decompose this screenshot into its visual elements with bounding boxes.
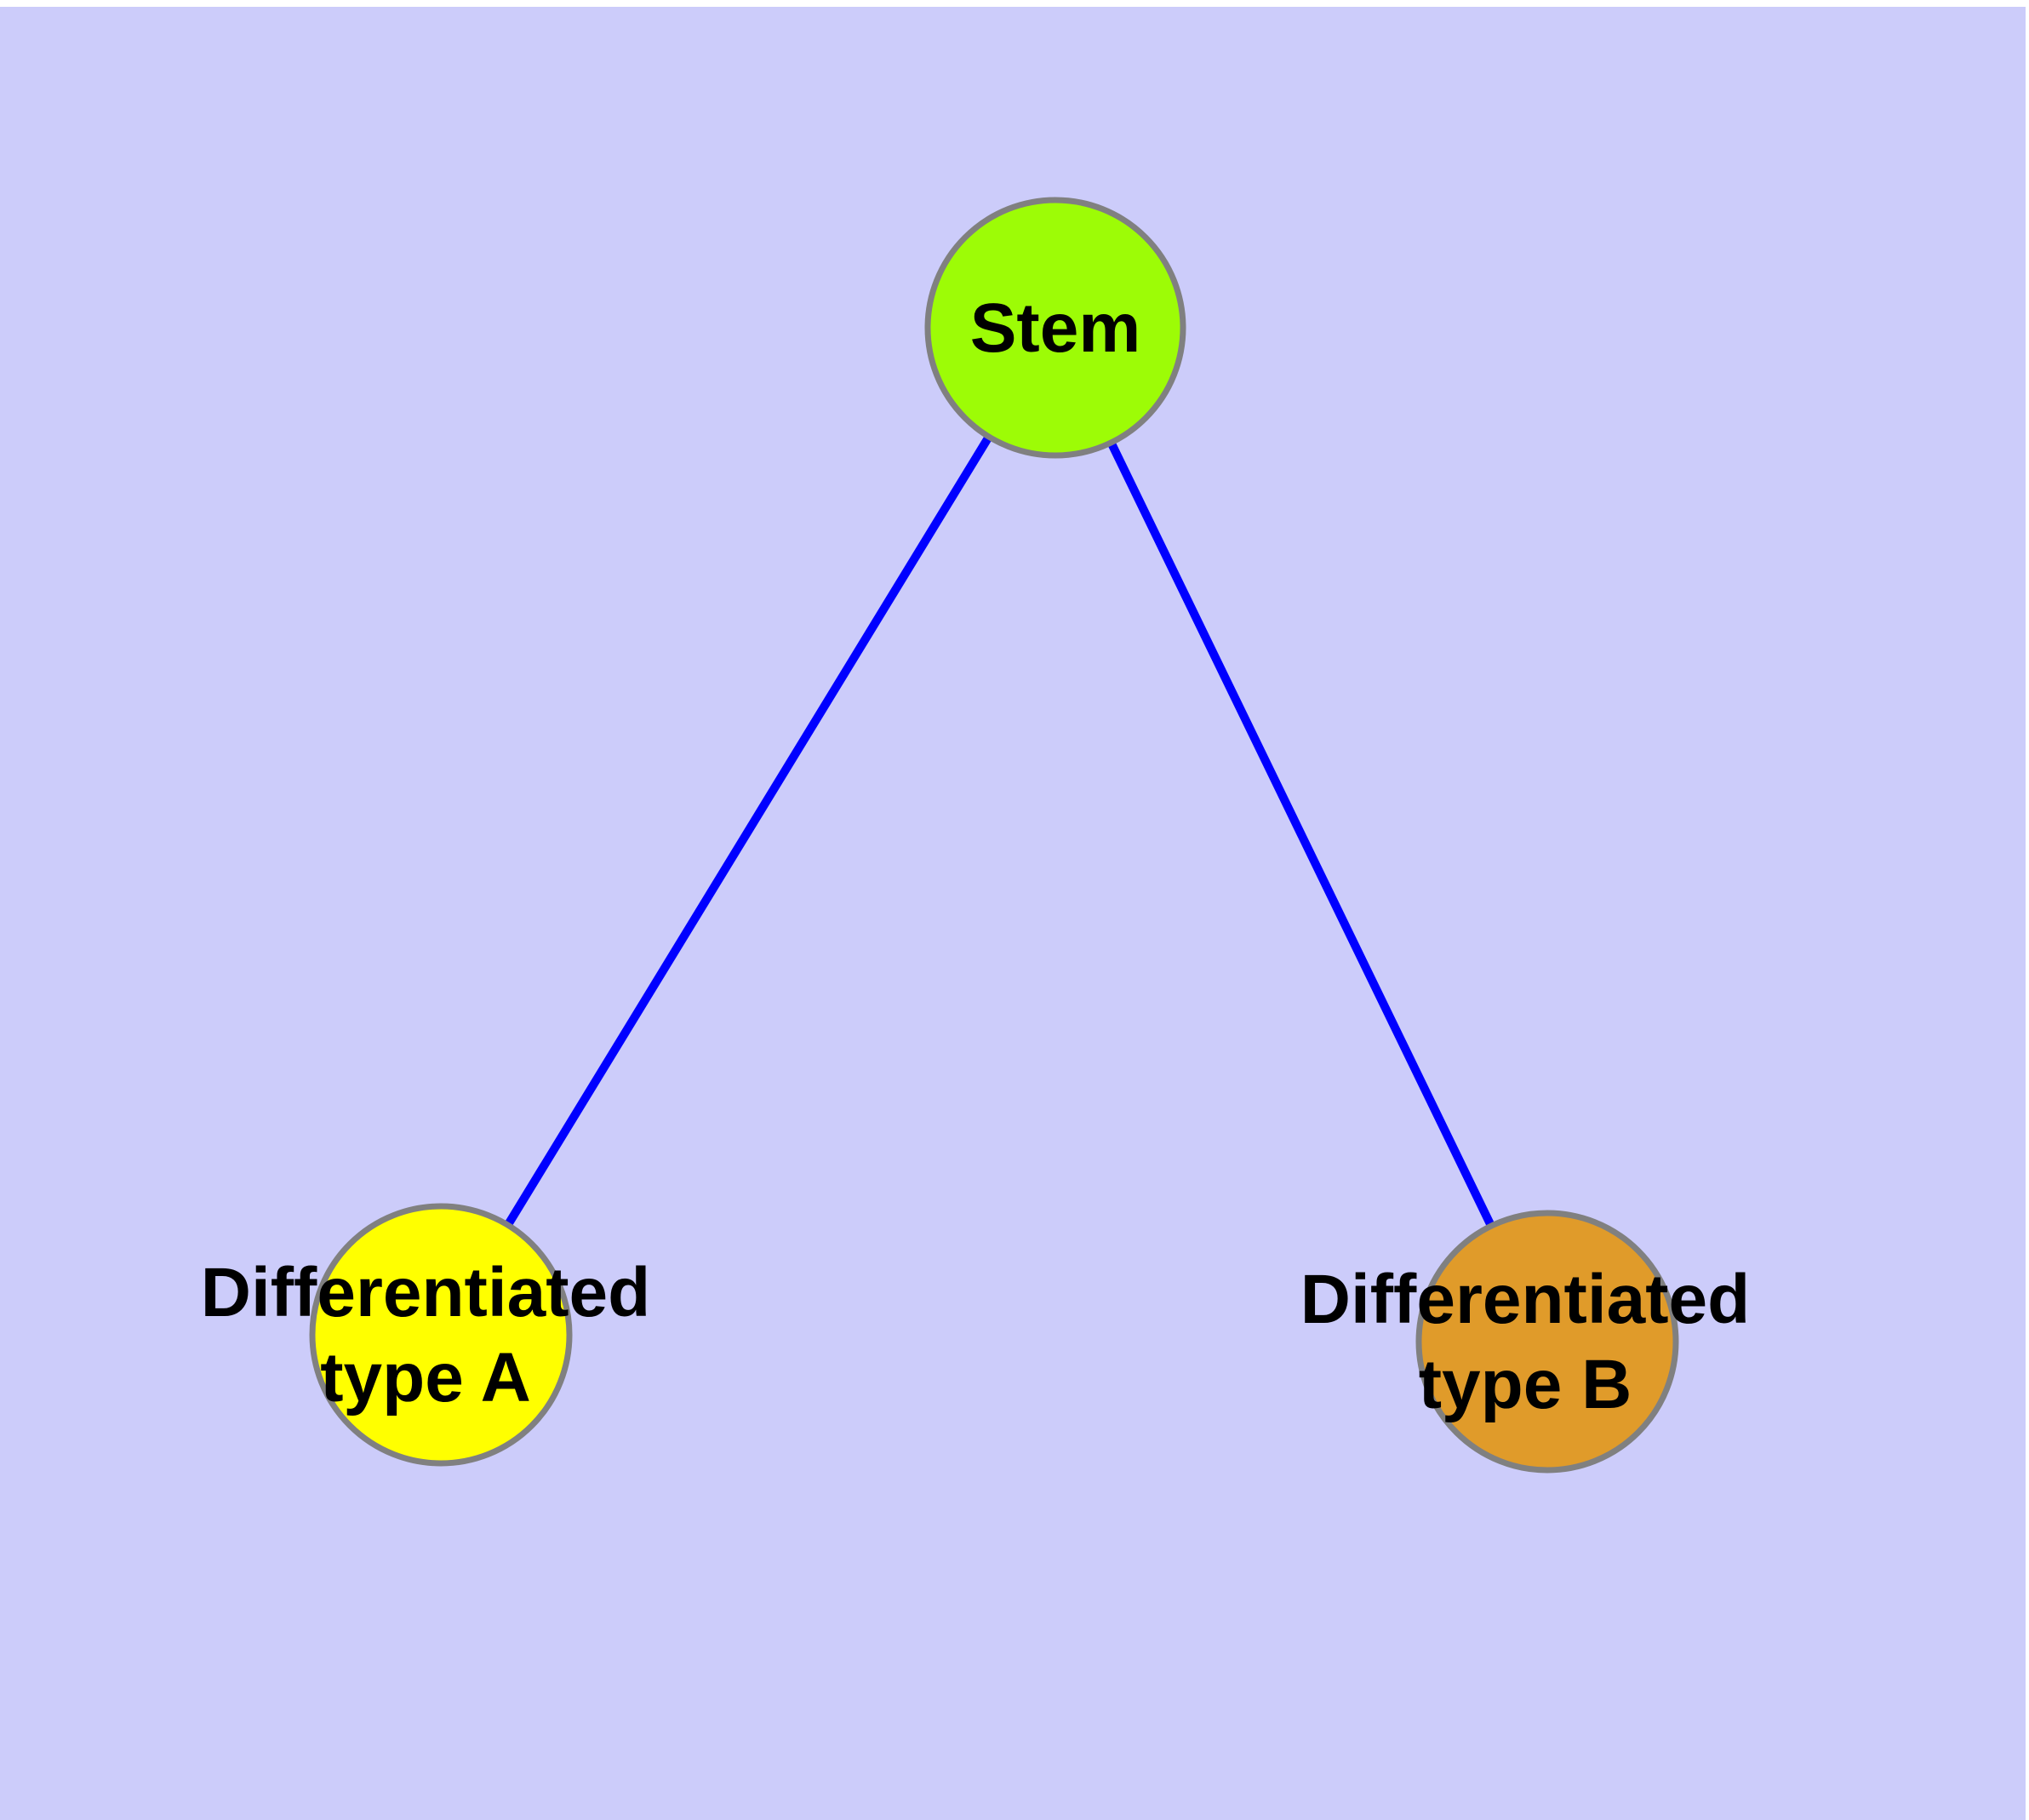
node-label-diff_b: Differentiated type B: [1300, 1261, 1751, 1423]
node-circle-diff_a[interactable]: [309, 1203, 573, 1467]
graph-node-stem[interactable]: [924, 197, 1186, 459]
graph-node-diff_b[interactable]: [1415, 1210, 1679, 1474]
graph-edge[interactable]: [437, 325, 1060, 1337]
node-label-line: Differentiated: [201, 1254, 651, 1331]
node-label-line: type B: [1419, 1346, 1632, 1423]
node-label-line: Stem: [970, 289, 1141, 367]
edge-layer: [437, 325, 1552, 1344]
node-label-diff_a: Differentiated type A: [201, 1254, 651, 1417]
graph-node-diff_a[interactable]: [309, 1203, 573, 1467]
node-circle-diff_b[interactable]: [1415, 1210, 1679, 1474]
node-label-line: Differentiated: [1300, 1261, 1751, 1338]
node-label-line: type A: [320, 1339, 531, 1417]
node-label-stem: Stem: [970, 289, 1141, 367]
graph-edge[interactable]: [1051, 325, 1552, 1344]
node-circle-stem[interactable]: [924, 197, 1186, 459]
